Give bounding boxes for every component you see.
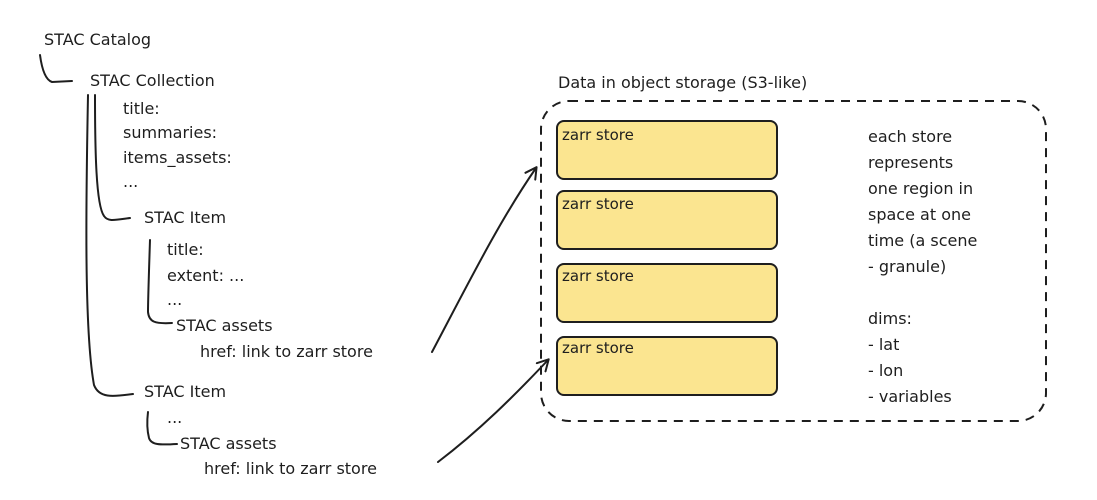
item1-href-label: href: link to zarr store bbox=[200, 342, 373, 361]
note-line: - granule) bbox=[868, 257, 947, 276]
zarr-store-box bbox=[556, 336, 778, 396]
stac-catalog-label: STAC Catalog bbox=[44, 30, 152, 49]
item2-field-ellipsis: ... bbox=[167, 408, 183, 427]
item1-field-ellipsis: ... bbox=[167, 290, 183, 309]
stac-item-2-label: STAC Item bbox=[144, 382, 227, 401]
note-line: represents bbox=[868, 153, 954, 172]
zarr-store-box bbox=[556, 190, 778, 250]
collection-field-summaries: summaries: bbox=[123, 123, 218, 142]
connector-catalog-collection bbox=[39, 54, 73, 84]
stac-collection-label: STAC Collection bbox=[90, 71, 215, 90]
item1-field-extent: extent: ... bbox=[167, 266, 245, 285]
note-line: one region in bbox=[868, 179, 974, 198]
collection-field-items-assets: items_assets: bbox=[123, 148, 232, 167]
object-storage-title: Data in object storage (S3-like) bbox=[558, 73, 808, 92]
note-line: dims: bbox=[868, 309, 912, 328]
note-line: time (a scene bbox=[868, 231, 978, 250]
connector-item1-assets bbox=[146, 239, 173, 325]
zarr-store-box bbox=[556, 263, 778, 323]
note-line: space at one bbox=[868, 205, 971, 224]
collection-field-title: title: bbox=[123, 99, 160, 118]
zarr-store-label: zarr store bbox=[562, 267, 634, 285]
zarr-store-label: zarr store bbox=[562, 339, 634, 357]
item2-stac-assets-label: STAC assets bbox=[180, 434, 277, 453]
item2-href-label: href: link to zarr store bbox=[204, 459, 377, 478]
note-line: - lon bbox=[868, 361, 904, 380]
connector-collection-item2 bbox=[85, 94, 134, 397]
zarr-store-label: zarr store bbox=[562, 126, 634, 144]
zarr-store-label: zarr store bbox=[562, 195, 634, 213]
connector-collection-item1 bbox=[94, 94, 131, 221]
note-line: - variables bbox=[868, 387, 952, 406]
collection-field-ellipsis: ... bbox=[123, 172, 139, 191]
connector-item2-assets bbox=[146, 411, 178, 446]
item1-stac-assets-label: STAC assets bbox=[176, 316, 273, 335]
stac-item-1-label: STAC Item bbox=[144, 208, 227, 227]
store-description-note: each store represents one region in spac… bbox=[868, 124, 977, 410]
arrow-href1-to-store bbox=[431, 166, 538, 353]
note-line: each store bbox=[868, 127, 953, 146]
note-line bbox=[868, 280, 977, 306]
note-line: - lat bbox=[868, 335, 900, 354]
item1-field-title: title: bbox=[167, 240, 204, 259]
object-storage-boundary bbox=[540, 100, 1047, 422]
arrow-href2-to-store bbox=[437, 358, 550, 463]
zarr-store-box bbox=[556, 120, 778, 180]
